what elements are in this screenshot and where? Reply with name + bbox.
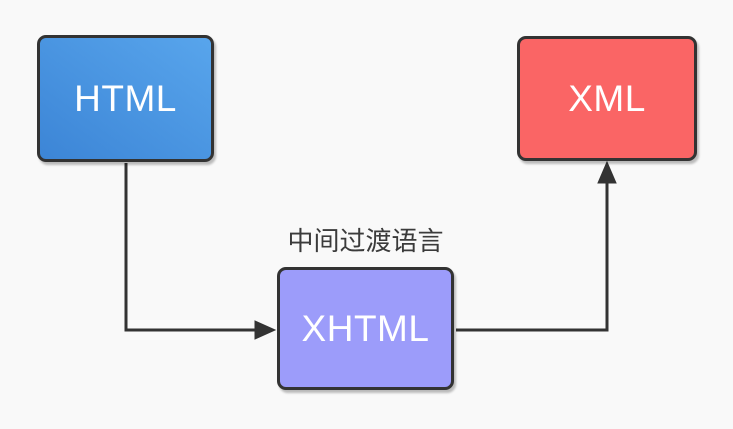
node-xml-label: XML	[568, 77, 646, 119]
node-xhtml-label: XHTML	[301, 307, 430, 349]
xhtml-caption: 中间过渡语言	[287, 226, 444, 256]
arrow-xhtml-to-xml	[456, 160, 617, 332]
node-xml: XML	[517, 36, 697, 161]
node-xhtml: XHTML	[277, 267, 454, 390]
node-html-label: HTML	[74, 77, 177, 119]
arrowhead-up-icon	[597, 160, 617, 184]
arrow-html-to-xhtml	[124, 163, 277, 340]
node-html: HTML	[37, 35, 214, 162]
arrow-xhtml-to-xml-line	[456, 183, 609, 332]
arrow-html-to-xhtml-line	[124, 163, 256, 332]
arrowhead-right-icon	[254, 320, 277, 340]
